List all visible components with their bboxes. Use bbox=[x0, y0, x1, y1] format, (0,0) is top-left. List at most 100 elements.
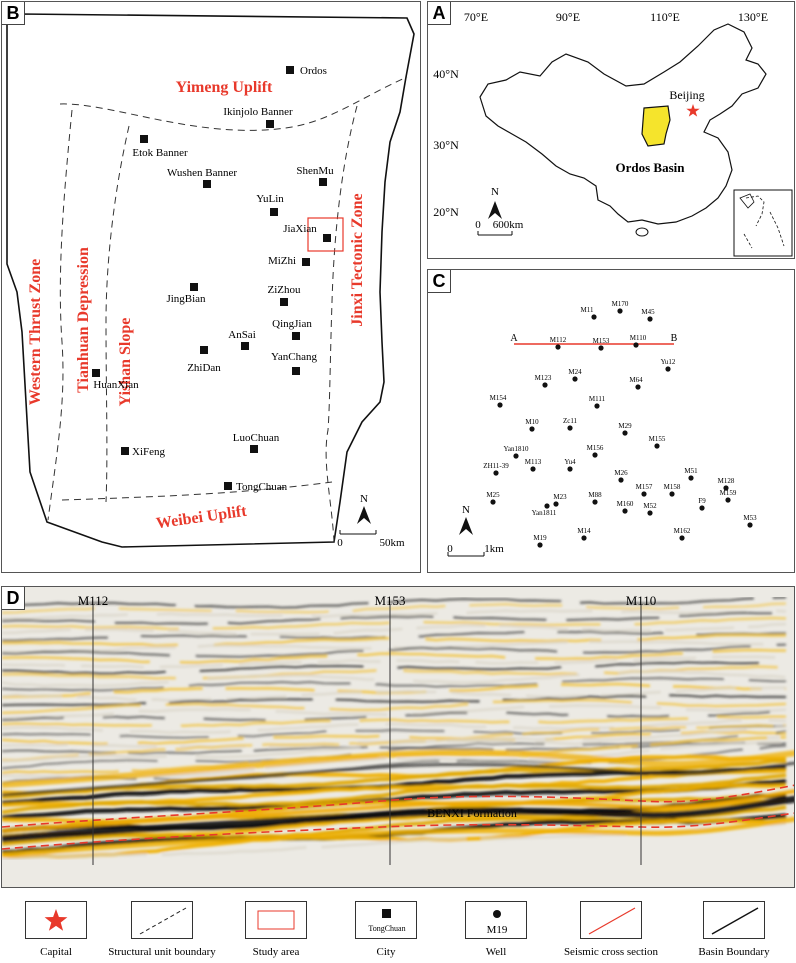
well-marker bbox=[544, 503, 550, 509]
structural-unit-label: Weibei Uplift bbox=[155, 503, 248, 533]
city-marker bbox=[140, 135, 148, 143]
scale-bar: 0 1km bbox=[447, 543, 504, 557]
city-marker bbox=[270, 208, 278, 216]
well-label: M111 bbox=[589, 395, 606, 403]
well-label-m110: M110 bbox=[626, 593, 657, 608]
benxi-base-horizon bbox=[2, 812, 794, 850]
well-label: M26 bbox=[614, 469, 628, 477]
legend-well-box: M19 bbox=[465, 901, 527, 939]
scale-bar: 0 600km bbox=[475, 219, 524, 236]
well-label: M156 bbox=[587, 444, 604, 452]
panel-label-a: A bbox=[428, 2, 451, 25]
well-marker bbox=[493, 470, 499, 476]
city-marker bbox=[319, 178, 327, 186]
structural-unit-label: Western Thrust Zone bbox=[27, 259, 44, 405]
well-label: M110 bbox=[630, 334, 647, 342]
section-end-label: B bbox=[671, 333, 678, 344]
city-marker bbox=[323, 234, 331, 242]
well-marker bbox=[622, 430, 628, 436]
city-label: HuanXian bbox=[93, 379, 139, 391]
well-marker bbox=[618, 477, 624, 483]
well-label: M23 bbox=[553, 493, 567, 501]
black-dot-icon bbox=[493, 910, 501, 918]
scale-end: 1km bbox=[484, 543, 504, 555]
well-marker bbox=[647, 316, 653, 322]
city-marker bbox=[92, 369, 100, 377]
basin-label: Ordos Basin bbox=[616, 160, 686, 175]
city-label: YuLin bbox=[256, 193, 284, 205]
study-area-rect bbox=[307, 217, 344, 252]
lon-label: 110°E bbox=[650, 10, 680, 24]
south-sea-inset bbox=[733, 189, 793, 257]
well-marker bbox=[665, 366, 671, 372]
well-marker bbox=[699, 505, 705, 511]
well-label: M88 bbox=[588, 491, 602, 499]
well-marker bbox=[591, 314, 597, 320]
well-label: M157 bbox=[636, 483, 653, 491]
well-label: M123 bbox=[535, 374, 552, 382]
black-square-icon bbox=[382, 909, 391, 918]
legend-seismic-box bbox=[580, 901, 642, 939]
city-marker bbox=[292, 367, 300, 375]
location-map-svg: 70°E 90°E 110°E 130°E 40°N 30°N 20°N Ord… bbox=[433, 10, 793, 257]
well-label: M14 bbox=[577, 527, 591, 535]
seismic-svg: BENXI Formation M112 M153 M110 bbox=[2, 587, 794, 887]
well-label: M155 bbox=[649, 435, 666, 443]
north-arrow: N bbox=[459, 504, 473, 535]
well-marker bbox=[555, 344, 561, 350]
well-marker bbox=[513, 453, 519, 459]
black-line-icon bbox=[711, 907, 759, 935]
well-marker bbox=[688, 475, 694, 481]
legend-basin-box bbox=[703, 901, 765, 939]
city-label: Ikinjolo Banner bbox=[223, 106, 293, 118]
well-label: M29 bbox=[618, 422, 632, 430]
capital-label: Beijing bbox=[669, 88, 704, 102]
well-label: Yan1810 bbox=[504, 445, 529, 453]
well-label: M11 bbox=[581, 306, 594, 314]
well-label: M25 bbox=[486, 491, 500, 499]
legend-structural-label: Structural unit boundary bbox=[108, 946, 216, 958]
well-marker bbox=[490, 499, 496, 505]
well-marker bbox=[669, 491, 675, 497]
city-marker bbox=[280, 298, 288, 306]
city-marker bbox=[200, 346, 208, 354]
china-outline bbox=[479, 23, 767, 225]
city-label: ZhiDan bbox=[187, 362, 221, 374]
well-label: Zc11 bbox=[563, 417, 578, 425]
well-marker bbox=[641, 491, 647, 497]
north-label: N bbox=[462, 504, 470, 516]
city-label: JiaXian bbox=[283, 223, 317, 235]
structural-unit-label: Yimeng Uplift bbox=[176, 79, 273, 96]
legend-seismic-label: Seismic cross section bbox=[563, 946, 659, 958]
north-arrow: N bbox=[488, 186, 502, 219]
lat-label: 20°N bbox=[433, 205, 459, 219]
well-label: M153 bbox=[593, 337, 610, 345]
well-label: Yu12 bbox=[661, 358, 676, 366]
legend-study-area-label: Study area bbox=[252, 946, 300, 958]
well-label-m153: M153 bbox=[374, 593, 405, 608]
well-label: M160 bbox=[617, 500, 634, 508]
red-line-icon bbox=[588, 907, 636, 935]
scale-bar: 0 50km bbox=[337, 530, 405, 549]
city-marker bbox=[241, 342, 249, 350]
city-marker bbox=[190, 283, 198, 291]
north-label: N bbox=[360, 493, 368, 505]
well-label: M162 bbox=[674, 527, 691, 535]
well-label: F9 bbox=[698, 497, 706, 505]
city-label: Ordos bbox=[300, 65, 327, 77]
scale-end: 50km bbox=[379, 537, 405, 549]
lon-label: 130°E bbox=[738, 10, 768, 24]
legend-capital-box bbox=[25, 901, 87, 939]
scale-start: 0 bbox=[337, 537, 343, 549]
formation-label: BENXI Formation bbox=[427, 806, 517, 820]
legend-city-label: City bbox=[376, 946, 396, 958]
capital-star-icon bbox=[686, 104, 700, 117]
lon-label: 90°E bbox=[556, 10, 580, 24]
well-marker bbox=[592, 452, 598, 458]
legend-structural-box bbox=[131, 901, 193, 939]
legend-study-area-box bbox=[245, 901, 307, 939]
city-marker bbox=[302, 258, 310, 266]
well-marker bbox=[598, 345, 604, 351]
